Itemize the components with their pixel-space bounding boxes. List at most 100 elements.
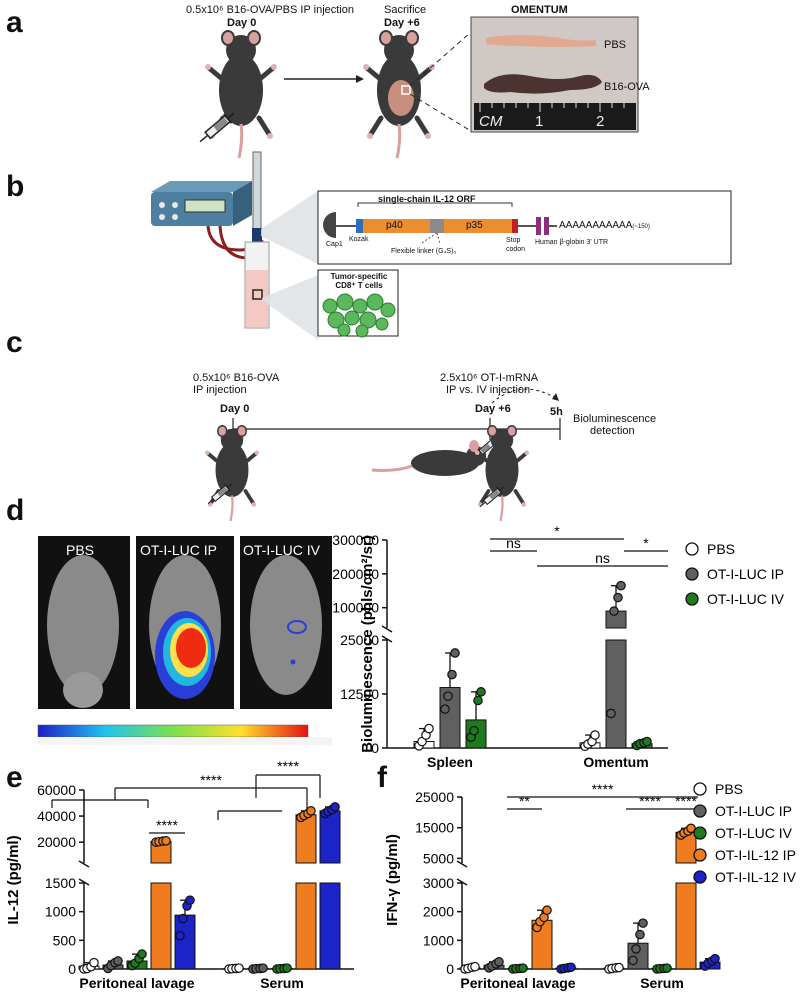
significance-label: **** (277, 758, 299, 774)
x-tick-label: Spleen (427, 754, 473, 770)
data-point (234, 963, 244, 973)
legend-label: OT-I-LUC IP (707, 566, 784, 582)
p35-label: p35 (466, 220, 483, 231)
y-tick-label: 2000 (423, 904, 454, 920)
data-point (635, 929, 645, 940)
legend-label: PBS (715, 781, 743, 797)
mouse-c1 (203, 423, 261, 523)
omentum-title: OMENTUM (511, 4, 568, 16)
kozak-label: Kozak (349, 236, 369, 243)
data-point (628, 955, 638, 966)
img-label-luc-ip: OT-I-LUC IP (140, 542, 218, 558)
y-tick-label: 1000 (45, 904, 76, 920)
bli-image-luc-ip (136, 536, 234, 709)
legend-marker (685, 592, 699, 606)
bar (295, 814, 317, 864)
significance-label: * (554, 523, 560, 539)
abdomen-view (388, 80, 414, 116)
ruler-2: 2 (596, 113, 605, 130)
c-day6: Day +6 (475, 403, 511, 415)
x-tick-label: Peritoneal lavage (460, 975, 575, 991)
panel-label-f: f (377, 761, 387, 794)
c-day0: Day 0 (220, 403, 250, 415)
data-point (638, 918, 648, 928)
c-inj2b: IP vs. IV injection (446, 384, 531, 396)
y-tick-label: 200000 (332, 566, 379, 582)
c-detect2: detection (590, 425, 635, 437)
data-point (175, 930, 185, 941)
data-point (606, 708, 616, 719)
polya-count: (~150) (632, 224, 650, 230)
data-point (282, 963, 292, 973)
y-tick-label: 5000 (423, 850, 454, 866)
bli-image-pbs (38, 536, 130, 709)
legend-marker (693, 870, 707, 884)
legend-marker (685, 542, 699, 556)
significance-label: ns (506, 535, 521, 551)
y-tick-label: 25000 (340, 632, 379, 648)
data-point (89, 957, 99, 968)
y-axis-title: IFN-γ (pg/ml) (384, 834, 401, 926)
legend-label: OT-I-LUC IV (707, 591, 785, 607)
data-point (542, 905, 552, 916)
c-inj2: 2.5x10⁶ OT-I-mRNA (440, 372, 539, 384)
legend-label: OT-I-LUC IV (715, 825, 793, 841)
data-point (616, 580, 626, 591)
y-tick-label: 100000 (332, 600, 379, 616)
data-point (662, 963, 672, 973)
data-point (450, 648, 460, 658)
stop-label: Stop codon (506, 237, 526, 253)
c-5h: 5h (550, 406, 563, 418)
significance-label: ** (519, 793, 530, 809)
bar (319, 810, 341, 864)
bli-image-luc-iv (240, 536, 332, 709)
significance-label: **** (592, 781, 614, 797)
bar (150, 882, 172, 970)
significance-label: * (643, 535, 649, 551)
y-tick-label: 0 (371, 740, 379, 756)
ruler-1: 1 (535, 113, 544, 130)
axis-break-mark (78, 860, 90, 868)
axis-break-mark (381, 625, 393, 633)
bar (605, 639, 627, 749)
significance-label: ns (595, 550, 610, 566)
ruler-cm: CM (479, 113, 503, 130)
polya-label: AAAAAAAAAAA(~150) (559, 220, 650, 231)
label-pbs: PBS (604, 39, 627, 51)
linker-label: Flexible linker (G₄S)₃ (391, 248, 457, 255)
y-tick-label: 40000 (37, 808, 76, 824)
data-point (185, 895, 195, 905)
bar (675, 882, 697, 970)
data-point (642, 736, 652, 747)
y-tick-label: 0 (446, 961, 454, 977)
c-inj1b: IP injection (193, 384, 247, 396)
p40-block (363, 219, 430, 233)
y-tick-label: 1000 (423, 932, 454, 948)
y-axis-title: Bioluminescence (phls/cm²/sr) (359, 535, 376, 753)
significance-label: **** (675, 793, 697, 809)
data-point (590, 730, 600, 740)
legend-marker (693, 782, 707, 796)
data-point (330, 802, 340, 812)
y-tick-label: 20000 (37, 834, 76, 850)
legend-label: OT-I-LUC IP (715, 803, 792, 819)
legend-marker (693, 848, 707, 862)
data-point (178, 913, 188, 924)
cap-label: Cap1 (326, 241, 343, 248)
panel-label-b: b (6, 170, 25, 203)
injection-label: 0.5x10⁶ B16-OVA/PBS IP injection (186, 4, 354, 16)
y-tick-label: 60000 (37, 782, 76, 798)
data-point (686, 823, 696, 834)
significance-label: **** (639, 793, 661, 809)
p35-block (444, 219, 512, 233)
c-inj1: 0.5x10⁶ B16-OVA (193, 372, 280, 384)
tcell-title: Tumor-specific CD8⁺ T cells (330, 272, 388, 290)
axis-break-mark (456, 878, 468, 886)
data-point (518, 963, 528, 973)
data-point (113, 956, 123, 966)
axis-break-mark (381, 635, 393, 643)
data-point (447, 669, 457, 680)
y-tick-label: 3000 (423, 875, 454, 891)
data-point (631, 944, 641, 954)
